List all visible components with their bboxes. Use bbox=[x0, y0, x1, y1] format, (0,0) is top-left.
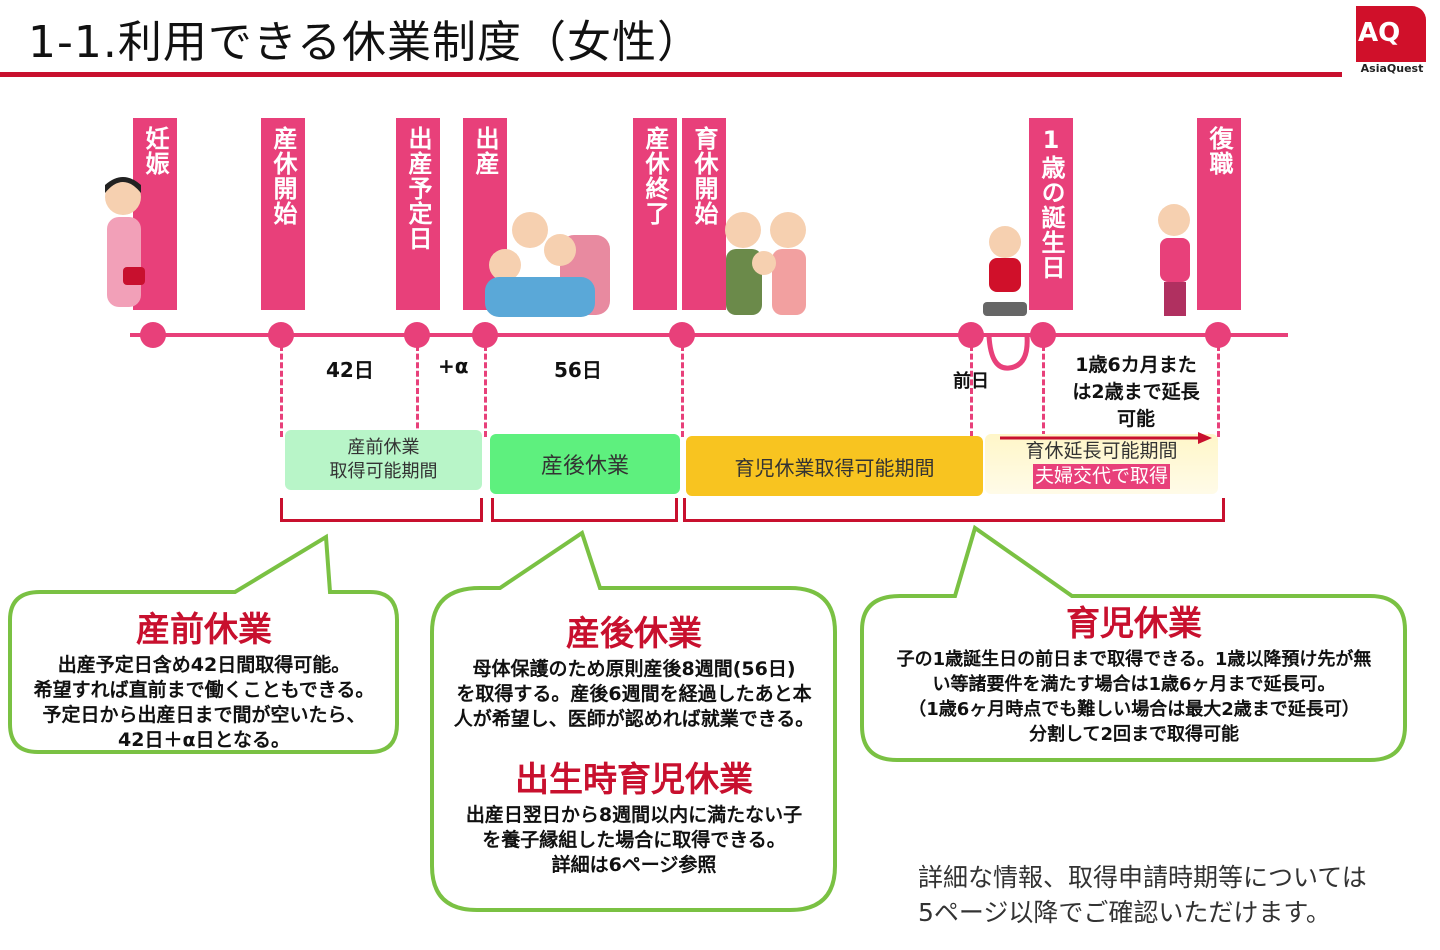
callout-line: 子の1歳誕生日の前日まで取得できる。1歳以降預け先が無 bbox=[896, 649, 1372, 670]
loop-arrow-icon bbox=[986, 335, 1030, 371]
footer-line: 5ページ以降でご確認いただけます。 bbox=[918, 898, 1331, 927]
timeline-point bbox=[404, 322, 430, 348]
postnatal-period-box: 産後休業 bbox=[490, 434, 680, 494]
callout-line: い等諸要件を満たす場合は1歳6ヶ月まで延長可。 bbox=[932, 674, 1336, 695]
postnatal-period-label: 産後休業 bbox=[540, 454, 629, 479]
prenatal-period-sub: 取得可能期間 bbox=[329, 461, 438, 482]
callout-title: 産前休業 bbox=[136, 610, 272, 650]
extension-period-label: 育休延長可能期間 bbox=[1025, 440, 1178, 462]
baby-birthday-illustration bbox=[983, 226, 1027, 316]
timeline-guide bbox=[1217, 345, 1220, 437]
prenatal-bracket bbox=[280, 498, 483, 522]
callout-title: 育児休業 bbox=[1066, 604, 1202, 644]
prenatal-period-box: 産前休業 取得可能期間 bbox=[285, 430, 482, 490]
span-alpha: +α bbox=[438, 354, 469, 378]
footer-note: 詳細な情報、取得申請時期等については 5ページ以降でご確認いただけます。 bbox=[918, 860, 1367, 930]
timeline-point bbox=[1205, 322, 1231, 348]
prenatal-period-label: 産前休業 bbox=[347, 437, 420, 458]
callout-line: 予定日から出産日まで間が空いたら、 bbox=[42, 704, 366, 726]
pregnant-woman-illustration bbox=[105, 177, 145, 307]
childcare-period-box: 育児休業取得可能期間 bbox=[686, 436, 983, 496]
footer-line: 詳細な情報、取得申請時期等については bbox=[918, 863, 1367, 892]
callout-line: 分割して2回まで取得可能 bbox=[1029, 724, 1239, 745]
extension-arrow-icon bbox=[1000, 432, 1212, 444]
timeline-guide bbox=[280, 345, 283, 437]
logo-mark: AQ bbox=[1356, 6, 1426, 62]
milestone-return: 復職 bbox=[1197, 118, 1241, 310]
timeline-point bbox=[472, 322, 498, 348]
childcare-period-label: 育児休業取得可能期間 bbox=[734, 455, 935, 480]
milestone-childcare-start: 育休開始 bbox=[682, 118, 726, 310]
postnatal-callout: 産後休業 母体保護のため原則産後8週間(56日) を取得する。産後6週間を経過し… bbox=[434, 606, 834, 878]
milestone-leave-start: 産休開始 bbox=[261, 118, 305, 310]
postnatal-bracket bbox=[491, 498, 678, 522]
childbirth-illustration bbox=[485, 212, 610, 317]
callout-line: 出産日翌日から8週間以内に満たない子 bbox=[465, 804, 803, 826]
timeline-axis bbox=[130, 333, 1288, 337]
callout-line: を養子縁組した場合に取得できる。 bbox=[482, 829, 786, 851]
timeline-guide bbox=[1042, 345, 1045, 437]
extension-period-box: 育休延長可能期間 夫婦交代で取得 bbox=[985, 434, 1218, 494]
prenatal-callout: 産前休業 出産予定日含め42日間取得可能。 希望すれば直前まで働くこともできる。… bbox=[12, 602, 396, 753]
page-title: 1-1.利用できる休業制度（女性） bbox=[28, 17, 702, 68]
callout-title: 産後休業 bbox=[566, 614, 702, 654]
returning-woman-illustration bbox=[1158, 204, 1190, 316]
callout-line: 人が希望し、医師が認めれば就業できる。 bbox=[453, 708, 815, 730]
timeline-guide bbox=[970, 345, 973, 437]
timeline-point bbox=[1030, 322, 1056, 348]
childcare-callout: 育児休業 子の1歳誕生日の前日まで取得できる。1歳以降預け先が無 い等諸要件を満… bbox=[864, 596, 1404, 747]
childcare-bracket bbox=[683, 498, 1225, 522]
timeline-point bbox=[958, 322, 984, 348]
timeline-guide bbox=[416, 345, 419, 437]
span-42-days: 42日 bbox=[326, 358, 374, 382]
company-logo: AQ AsiaQuest bbox=[1356, 6, 1428, 80]
span-previous-day: 前日 bbox=[953, 371, 989, 392]
title-underline bbox=[0, 72, 1342, 77]
callout-line: 母体保護のため原則産後8週間(56日) bbox=[472, 658, 796, 680]
timeline-point bbox=[140, 322, 166, 348]
timeline-point bbox=[268, 322, 294, 348]
milestone-leave-end: 産休終了 bbox=[633, 118, 677, 310]
callout-line: 詳細は6ページ参照 bbox=[551, 854, 717, 876]
timeline-point bbox=[669, 322, 695, 348]
span-56-days: 56日 bbox=[554, 358, 602, 382]
milestone-first-birthday: 1歳の誕生日 bbox=[1029, 118, 1073, 310]
callout-line: 出産予定日含め42日間取得可能。 bbox=[57, 654, 351, 676]
logo-name: AsiaQuest bbox=[1360, 62, 1424, 75]
span-extension: 1歳6カ月または2歳まで延長可能 bbox=[1072, 354, 1200, 430]
callout-shapes bbox=[8, 524, 1407, 912]
parents-with-baby-illustration bbox=[725, 212, 806, 315]
callout-line: 希望すれば直前まで働くこともできる。 bbox=[33, 679, 375, 701]
milestone-due-date: 出産予定日 bbox=[396, 118, 440, 310]
callout-line: （1歳6ヶ月時点でも難しい場合は最大2歳まで延長可） bbox=[908, 699, 1360, 720]
callout-title: 出生時育児休業 bbox=[515, 760, 753, 800]
callout-line: 42日＋α日となる。 bbox=[118, 729, 290, 751]
extension-period-note: 夫婦交代で取得 bbox=[1032, 464, 1170, 489]
timeline-guide bbox=[484, 345, 487, 437]
timeline-guide bbox=[681, 345, 684, 437]
callout-line: を取得する。産後6週間を経過したあと本 bbox=[456, 683, 812, 705]
